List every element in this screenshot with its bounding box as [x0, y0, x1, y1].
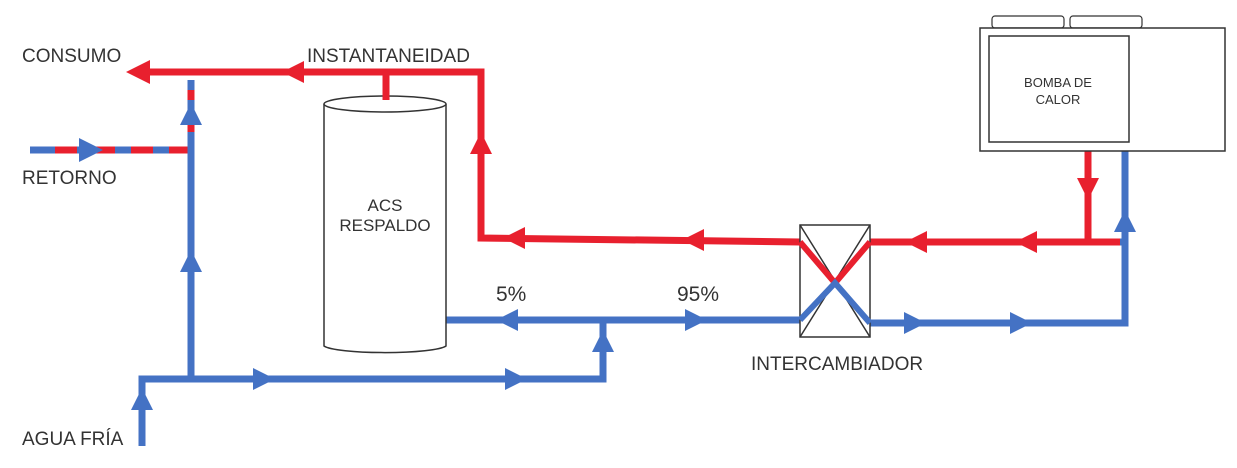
cold-pipe-to-pump — [870, 150, 1129, 327]
arrow-inlet — [131, 388, 153, 410]
acs-tank — [323, 72, 447, 354]
label-instantaneidad: INSTANTANEIDAD — [307, 46, 470, 67]
label-tank-respaldo: RESPALDO — [339, 216, 430, 235]
arrow-riser-mid — [180, 250, 202, 272]
label-tank-acs: ACS — [368, 196, 403, 215]
arrow-red-up — [470, 132, 492, 154]
label-pump-bomba-de: BOMBA DE — [1024, 75, 1092, 90]
arrow-cold-up — [592, 330, 614, 352]
arrow-cold-right-2 — [505, 368, 527, 390]
arrow-retorno — [79, 138, 103, 162]
arrow-cold-right-4 — [1010, 312, 1032, 334]
arrow-95pct — [685, 309, 707, 331]
label-retorno: RETORNO — [22, 168, 117, 189]
flow-arrows — [79, 60, 1136, 410]
arrow-riser-top — [180, 103, 202, 125]
hot-pipe-from-pump — [870, 150, 1092, 246]
hot-water-pipes — [135, 68, 1120, 246]
heat-pump-unit — [979, 15, 1226, 152]
cold-water-pipes — [138, 150, 1129, 446]
arrow-consumo — [126, 60, 150, 84]
label-agua-fria: AGUA FRÍA — [22, 429, 124, 450]
arrow-red-left-2 — [682, 229, 704, 251]
label-consumo: CONSUMO — [22, 46, 121, 67]
arrow-cold-right-1 — [253, 368, 275, 390]
arrow-instantaneidad — [282, 61, 304, 83]
arrow-red-down — [1077, 178, 1099, 200]
label-5-percent: 5% — [496, 283, 526, 306]
label-95-percent: 95% — [677, 283, 719, 306]
arrow-cold-right-3 — [904, 312, 926, 334]
arrow-red-left-4 — [1015, 231, 1037, 253]
arrow-cold-up-pump — [1114, 210, 1136, 232]
hot-pipe-consumption — [135, 68, 801, 246]
return-pipe — [30, 80, 195, 154]
heat-exchanger — [797, 224, 873, 338]
label-intercambiador: INTERCAMBIADOR — [751, 354, 923, 375]
arrow-red-left-1 — [503, 227, 525, 249]
label-pump-calor: CALOR — [1036, 92, 1081, 107]
arrow-red-left-3 — [905, 231, 927, 253]
arrow-5pct — [496, 309, 518, 331]
